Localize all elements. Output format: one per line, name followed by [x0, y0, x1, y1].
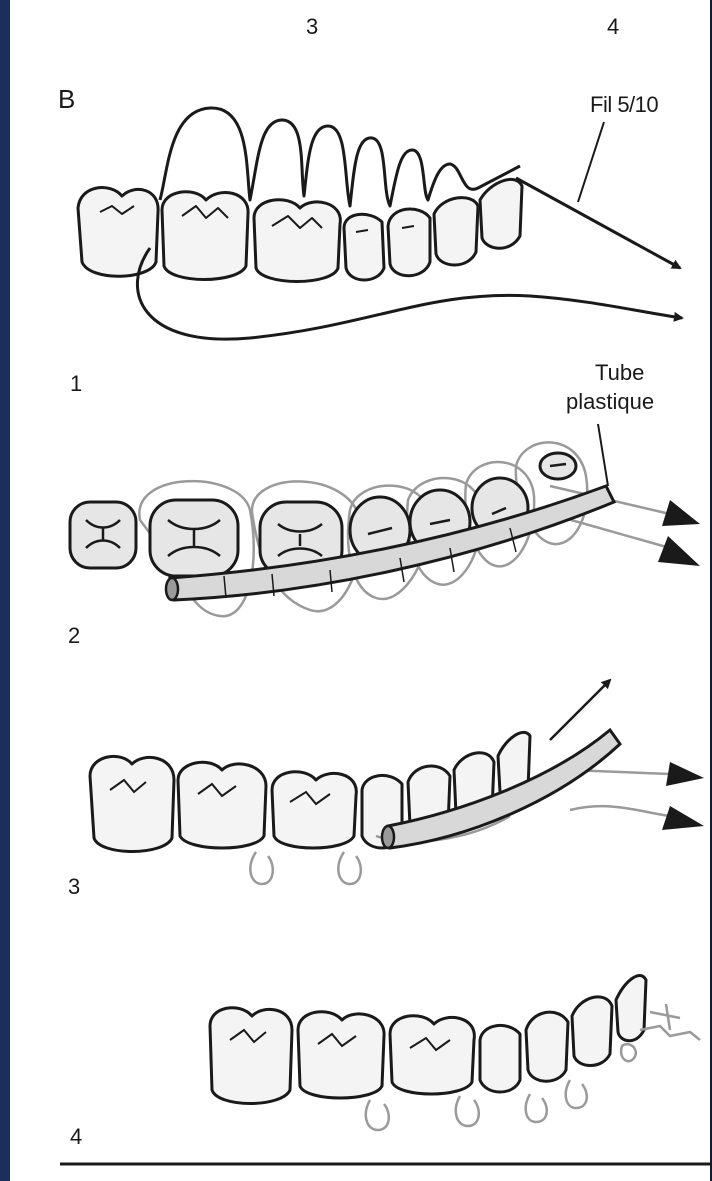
tooth	[162, 192, 248, 280]
step-1-drawing	[78, 108, 682, 339]
tooth	[388, 209, 430, 276]
figure-sheet: 3 4 B Fil 5/10 Tube plastique 1 2 3 4	[10, 0, 712, 1181]
tooth	[434, 198, 478, 265]
step-3-drawing	[90, 680, 704, 884]
step-4-drawing	[210, 976, 700, 1130]
tooth	[480, 179, 522, 248]
tooth	[344, 214, 384, 280]
dental-wiring-illustration	[10, 0, 712, 1181]
tooth	[254, 200, 340, 282]
step-2-drawing	[70, 424, 700, 616]
tooth	[78, 188, 158, 277]
